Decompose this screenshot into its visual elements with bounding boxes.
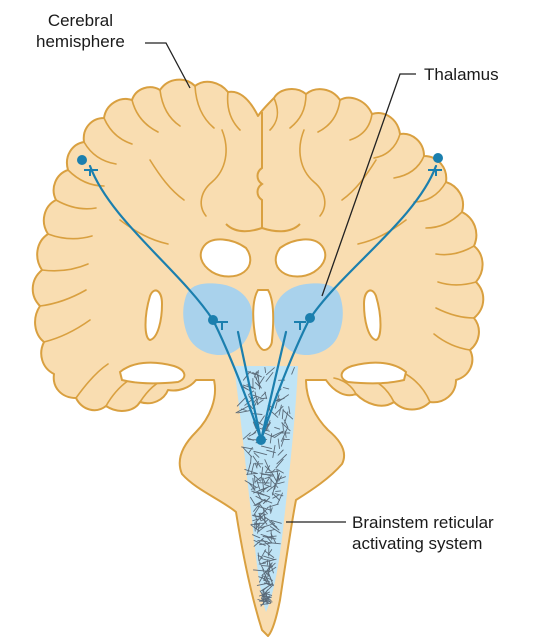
reticular-fiber — [251, 456, 252, 463]
reticular-fiber — [262, 474, 274, 475]
neuron-right-cortex — [433, 153, 443, 163]
cerebral-hemisphere-label-line-1: Cerebral — [36, 10, 125, 31]
cerebral-hemisphere-label: Cerebral hemisphere — [36, 10, 125, 52]
brainstem-label-line-2: activating system — [352, 533, 494, 554]
left-temporal-fissure — [120, 363, 184, 384]
brainstem-label-line-1: Brainstem reticular — [352, 512, 494, 533]
reticular-fiber — [254, 516, 261, 517]
neuron-left-thalamus — [208, 315, 218, 325]
third-ventricle — [253, 290, 273, 350]
neuron-reticular-origin — [256, 435, 266, 445]
reticular-fiber — [276, 491, 281, 492]
reticular-fiber — [255, 523, 256, 531]
neuron-left-cortex — [77, 155, 87, 165]
right-temporal-fissure — [342, 363, 406, 384]
neuron-right-thalamus — [305, 313, 315, 323]
cerebral-hemisphere-label-line-2: hemisphere — [36, 31, 125, 52]
thalamus-label: Thalamus — [424, 64, 499, 85]
brainstem-label: Brainstem reticular activating system — [352, 512, 494, 554]
